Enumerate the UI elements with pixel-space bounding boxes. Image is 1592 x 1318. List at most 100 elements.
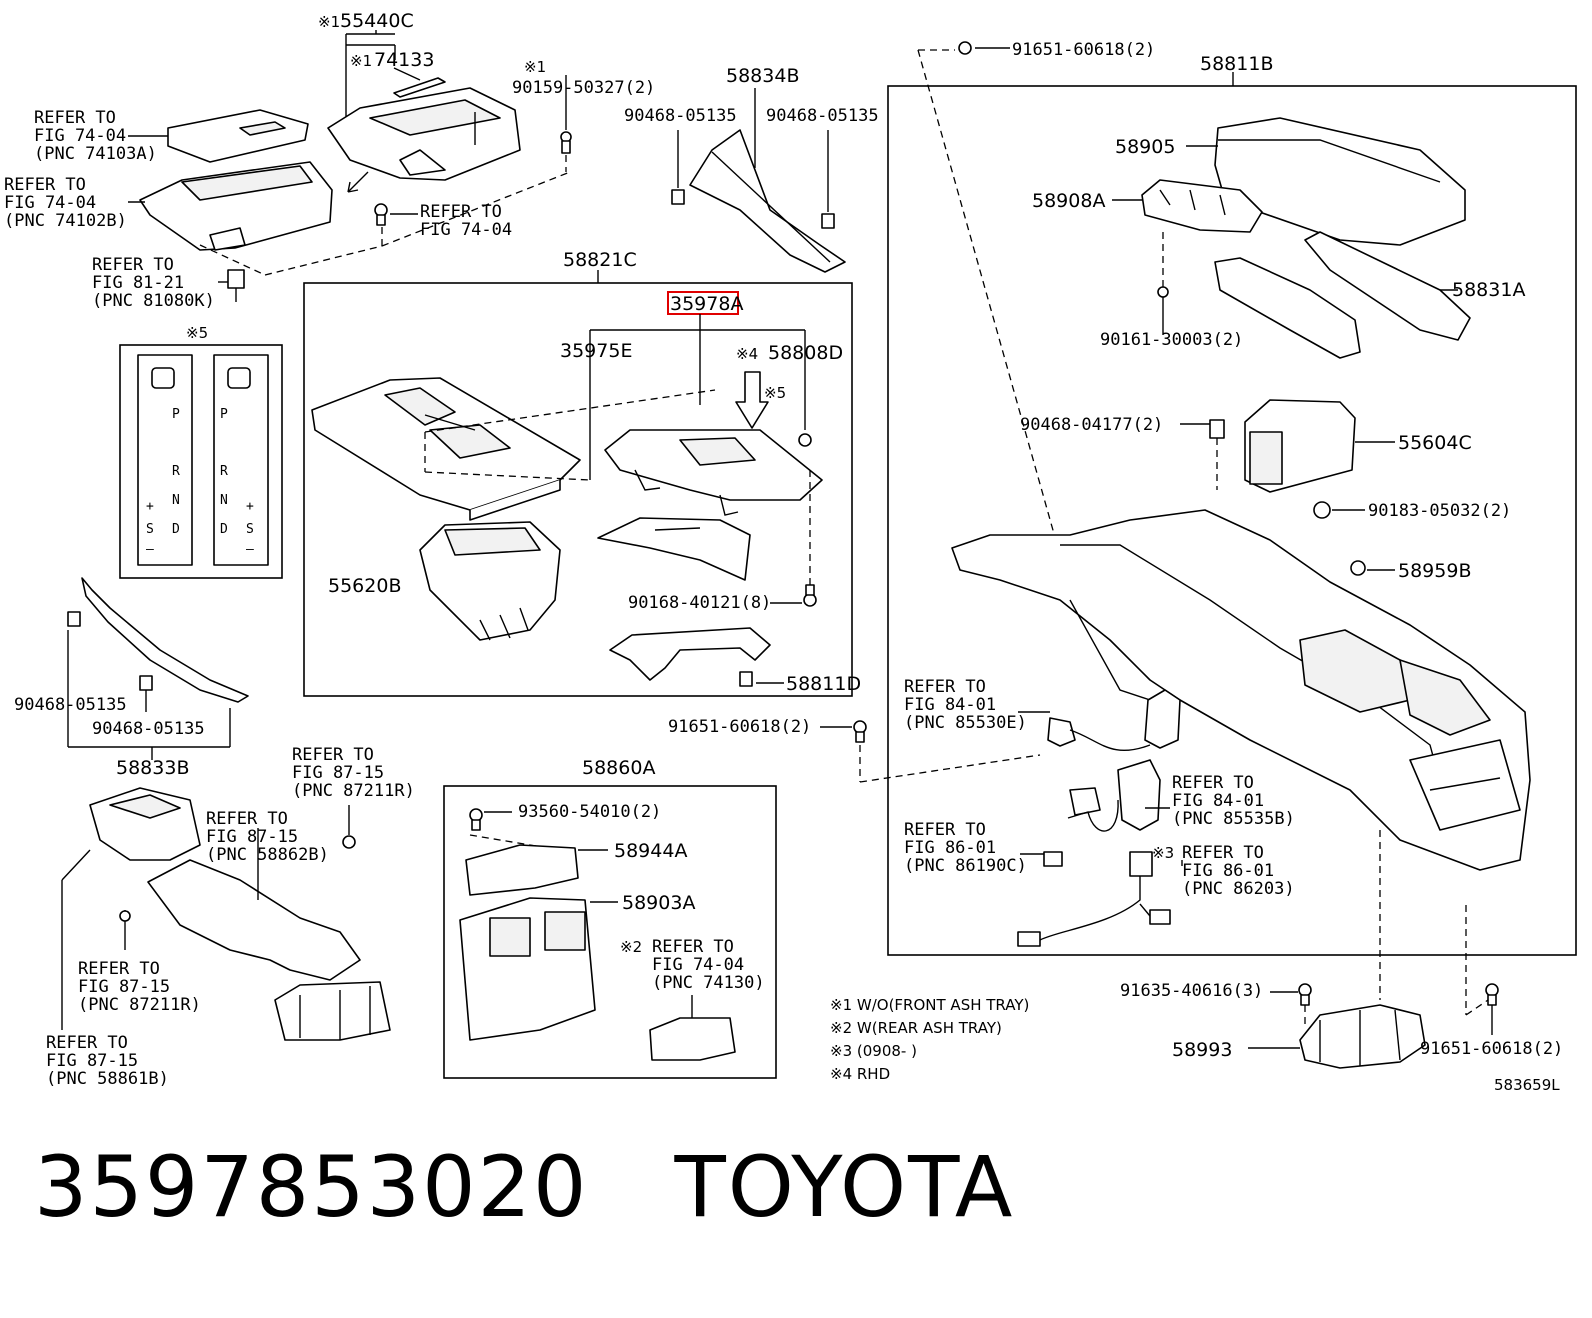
mark-1: ※1 xyxy=(524,58,546,76)
part-58834b xyxy=(689,129,846,273)
ref-86-01-a-line3: (PNC 86190C) xyxy=(904,856,1027,876)
label-55440c: 55440C xyxy=(340,10,414,32)
part-74133 xyxy=(393,77,446,98)
ref-84-01-a-line1: REFER TO xyxy=(904,677,986,697)
label-58905: 58905 xyxy=(1115,136,1175,158)
group-box-58821c xyxy=(303,282,853,697)
ref-87-15-c-line3: (PNC 87211R) xyxy=(78,995,201,1015)
part-58811b-console xyxy=(951,509,1531,871)
ref-74-04-b-line2: FIG 74-04 xyxy=(4,193,96,213)
ref-74-04-d-line2: FIG 74-04 xyxy=(652,955,744,975)
note-1: ※1 W/O(FRONT ASH TRAY) xyxy=(830,996,1029,1014)
part-58833b xyxy=(81,577,249,703)
shift-right-plus: + xyxy=(246,499,254,514)
shift-left-plus: + xyxy=(146,499,154,514)
note-3: ※3 (0908- ) xyxy=(830,1042,917,1060)
label-91651-c: 91651-60618(2) xyxy=(1420,1039,1563,1059)
shift-right-s: S xyxy=(246,522,254,537)
ref-74-04-a-line3: (PNC 74103A) xyxy=(34,144,157,164)
shift-right-n: N xyxy=(220,493,228,508)
group-box-58860a xyxy=(443,785,777,1079)
ref-87-15-d-line1: REFER TO xyxy=(46,1033,128,1053)
ref-87-15-a-line2: FIG 87-15 xyxy=(292,763,384,783)
label-58833b: 58833B xyxy=(116,757,189,779)
label-35978a: 35978A xyxy=(670,293,743,315)
label-90159: 90159-50327(2) xyxy=(512,78,655,98)
ref-86-01-b-line3: (PNC 86203) xyxy=(1182,879,1295,899)
mark-2: ※2 xyxy=(620,938,642,956)
ref-81-21-line3: (PNC 81080K) xyxy=(92,291,215,311)
ref-84-01-b-line3: (PNC 85535B) xyxy=(1172,809,1295,829)
part-74130 xyxy=(649,1017,736,1061)
ref-74-04-b-line1: REFER TO xyxy=(4,175,86,195)
shift-left-r: R xyxy=(172,464,180,479)
label-58944a: 58944A xyxy=(614,840,687,862)
shift-right-r: R xyxy=(220,464,228,479)
part-58908a xyxy=(1141,179,1263,233)
label-55604c: 55604C xyxy=(1398,432,1472,454)
shift-gate-right xyxy=(213,354,269,566)
ref-87-15-b-line2: FIG 87-15 xyxy=(206,827,298,847)
ref-81-21-line1: REFER TO xyxy=(92,255,174,275)
label-55620b: 55620B xyxy=(328,575,401,597)
mark-4: ※4 xyxy=(736,345,758,363)
ref-86-01-a-line1: REFER TO xyxy=(904,820,986,840)
label-90468-d: 90468-05135 xyxy=(14,695,127,715)
part-number: 3597853020 xyxy=(34,1138,589,1236)
part-58831a xyxy=(1304,231,1471,341)
brand-name: TOYOTA xyxy=(674,1138,1015,1236)
part-58905 xyxy=(1214,117,1466,246)
highlight-35978a xyxy=(667,291,739,315)
label-58903a: 58903A xyxy=(622,892,695,914)
part-85535b xyxy=(1117,759,1161,831)
label-58808d: 58808D xyxy=(768,342,843,364)
label-74133: 74133 xyxy=(374,49,434,71)
label-90468-a: 90468-05135 xyxy=(624,106,737,126)
label-58860a: 58860A xyxy=(582,757,655,779)
label-58959b: 58959B xyxy=(1398,560,1471,582)
footer-caption: 3597853020 TOYOTA xyxy=(34,1138,1014,1238)
shift-left-d: D xyxy=(172,522,180,537)
ref-87-15-d-line2: FIG 87-15 xyxy=(46,1051,138,1071)
label-93560: 93560-54010(2) xyxy=(518,802,661,822)
shift-panel-box xyxy=(119,344,283,579)
mark-5: ※5 xyxy=(186,324,208,342)
part-35975e xyxy=(597,517,751,581)
mark-5: ※5 xyxy=(764,384,786,402)
ref-87-15-b-line3: (PNC 58862B) xyxy=(206,845,329,865)
ref-74-04-b-line3: (PNC 74102B) xyxy=(4,211,127,231)
part-85530e xyxy=(1144,689,1181,749)
label-90468-b: 90468-05135 xyxy=(766,106,879,126)
label-91651-a: 91651-60618(2) xyxy=(1012,40,1155,60)
ref-81-21-line2: FIG 81-21 xyxy=(92,273,184,293)
label-90168: 90168-40121(8) xyxy=(628,593,771,613)
parts-diagram: ※1 55440C ※1 74133 ※1 90159-50327(2) REF… xyxy=(4,10,1577,1094)
ref-86-01-a-line2: FIG 86-01 xyxy=(904,838,996,858)
ref-87-15-b-line1: REFER TO xyxy=(206,809,288,829)
mark-1: ※1 xyxy=(350,52,372,70)
part-duct-bracket xyxy=(274,981,391,1041)
ref-74-04-d-line1: REFER TO xyxy=(652,937,734,957)
label-90468-c: 90468-04177(2) xyxy=(1020,415,1163,435)
part-35978a xyxy=(604,429,823,501)
label-58834b: 58834B xyxy=(726,65,799,87)
part-58993 xyxy=(1299,1004,1426,1069)
ref-74-04-c-line2: FIG 74-04 xyxy=(420,220,512,240)
label-58831a: 58831A xyxy=(1452,279,1525,301)
part-duct-58862b xyxy=(147,859,361,981)
mark-1: ※1 xyxy=(318,13,340,31)
label-90183: 90183-05032(2) xyxy=(1368,501,1511,521)
mark-3: ※3 xyxy=(1152,844,1174,862)
shift-right-minus: — xyxy=(246,542,254,557)
shift-gate-left xyxy=(137,354,193,566)
label-90468-e: 90468-05135 xyxy=(92,719,205,739)
ref-87-15-c-line2: FIG 87-15 xyxy=(78,977,170,997)
label-91651-b: 91651-60618(2) xyxy=(668,717,811,737)
ref-74-04-c-line1: REFER TO xyxy=(420,202,502,222)
ref-84-01-b-line1: REFER TO xyxy=(1172,773,1254,793)
ref-84-01-a-line3: (PNC 85530E) xyxy=(904,713,1027,733)
part-58831a-inner xyxy=(1214,257,1361,359)
label-91635: 91635-40616(3) xyxy=(1120,981,1263,1001)
shift-right-p: P xyxy=(220,407,228,422)
ref-74-04-d-line3: (PNC 74130) xyxy=(652,973,765,993)
